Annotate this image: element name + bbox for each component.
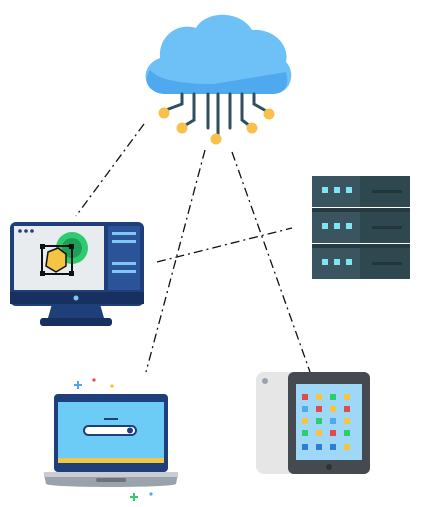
edge-cloud-laptop [145, 149, 206, 373]
laptop-icon [44, 378, 178, 501]
server-rack-icon [312, 176, 410, 279]
edge-cloud-desktop [75, 123, 145, 217]
sparkle-decorations [74, 378, 153, 501]
edge-desktop-server [156, 227, 293, 263]
tablet-icon [256, 372, 370, 474]
tablet-app-grid [302, 394, 350, 450]
edge-cloud-tablet [231, 151, 311, 373]
cloud-icon [145, 14, 292, 145]
desktop-monitor-icon [10, 222, 144, 326]
connectors [75, 123, 311, 373]
